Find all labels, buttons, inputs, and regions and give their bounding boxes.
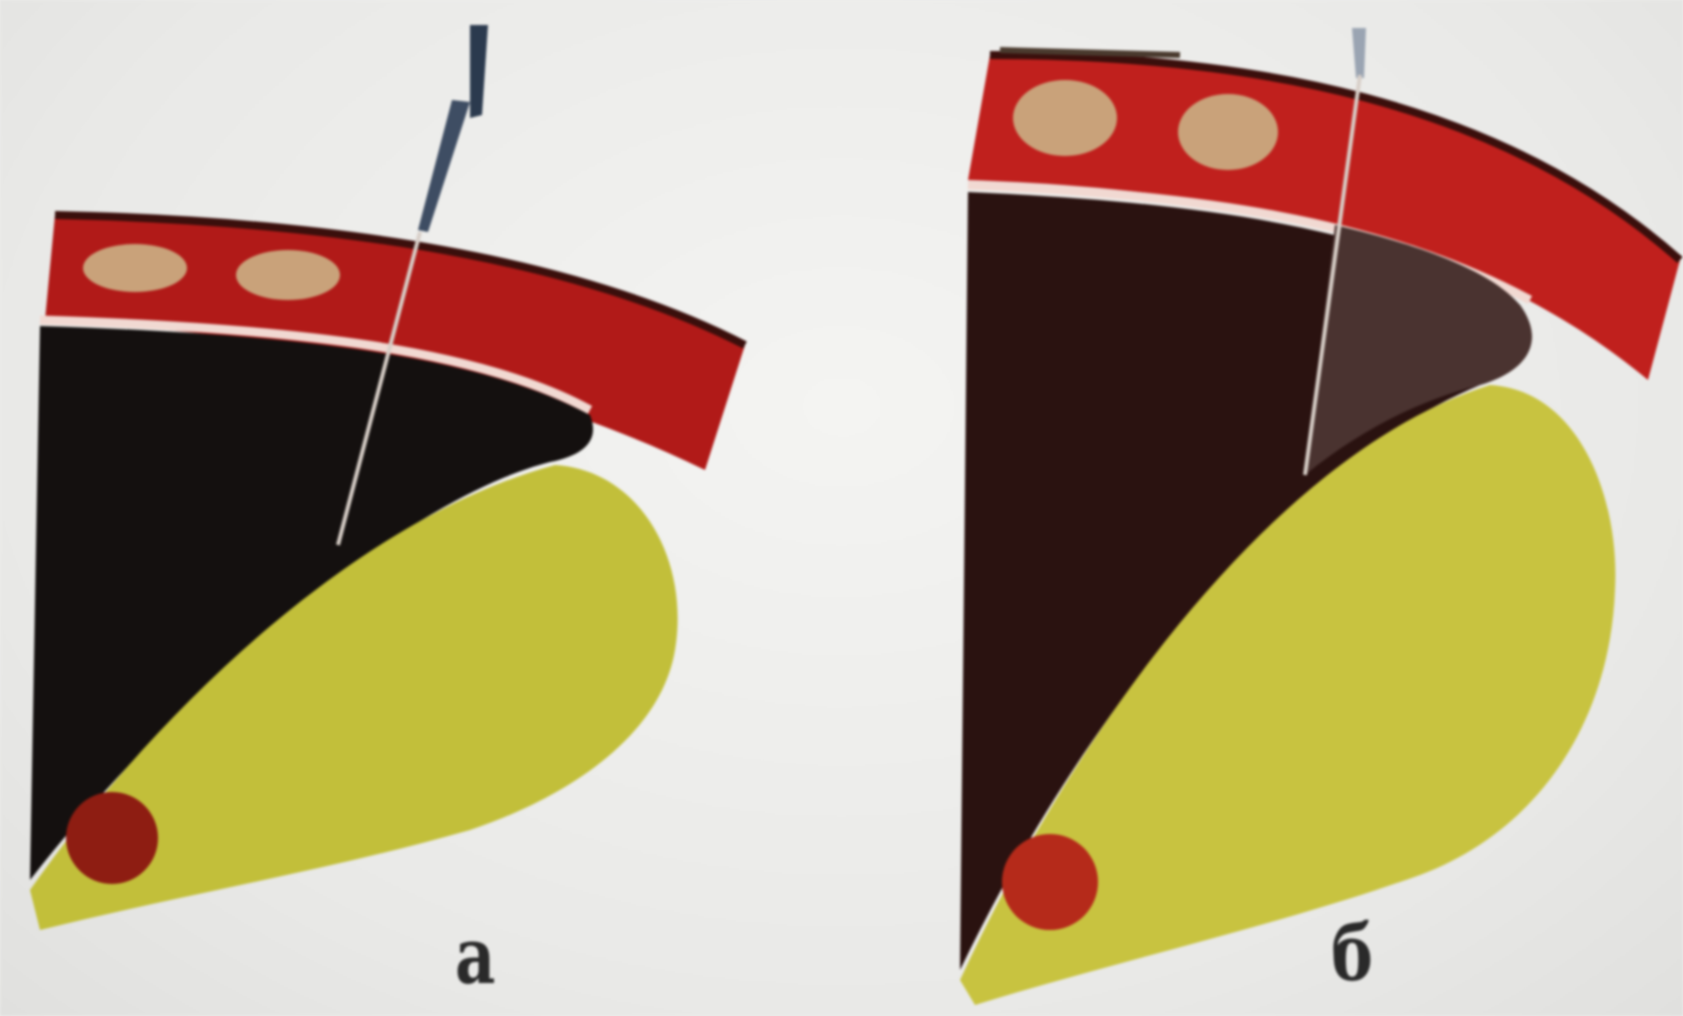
panel-b <box>960 28 1680 1005</box>
panel-a-vessel <box>66 792 158 884</box>
panel-b-vessel <box>1002 834 1098 930</box>
panel-b-rib-2 <box>1178 94 1278 170</box>
panel-b-caption: б <box>1331 915 1373 993</box>
panel-a-rib-2 <box>236 250 340 300</box>
panel-a-rib-1 <box>83 244 187 292</box>
panel-a-caption: а <box>455 918 495 996</box>
panel-a-needle-body-icon <box>418 100 470 232</box>
panel-a <box>30 25 745 930</box>
panel-b-rib-1 <box>1013 80 1117 156</box>
panel-a-needle-icon <box>470 25 488 118</box>
panel-b-needle-icon <box>1352 28 1366 78</box>
